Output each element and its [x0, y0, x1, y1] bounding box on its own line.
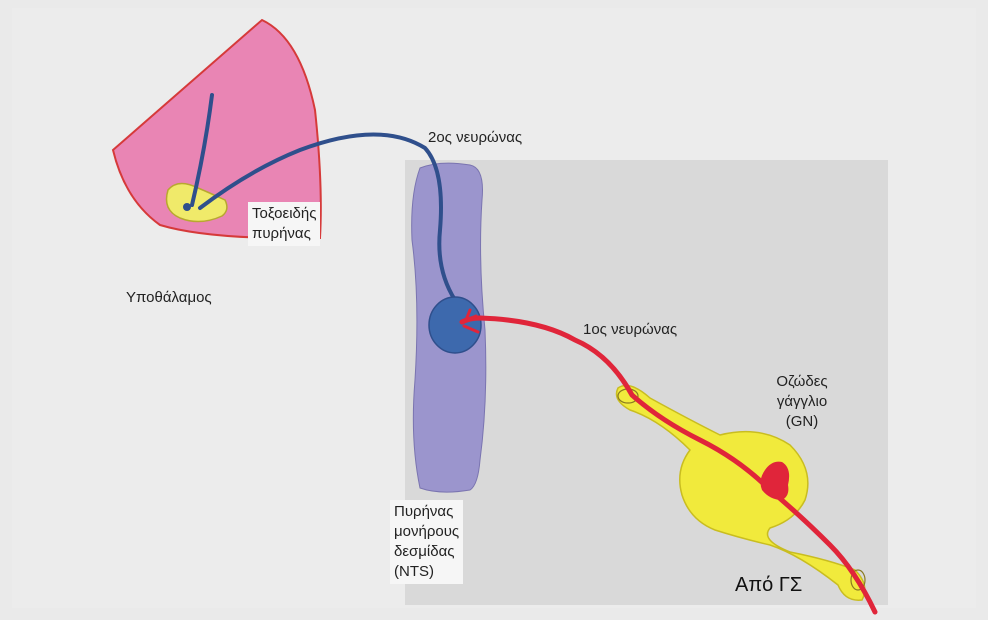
label-nodose-ganglion: Οζώδες γάγγλιο (GN)	[758, 372, 846, 432]
label-second-neuron: 2ος νευρώνας	[428, 128, 522, 148]
label-nts: Πυρήνας μονήρους δεσμίδας (NTS)	[390, 500, 463, 584]
label-arcuate-nucleus: Τοξοειδής πυρήνας	[248, 202, 320, 246]
label-first-neuron: 1ος νευρώνας	[583, 320, 677, 340]
second-neuron-terminal	[183, 203, 191, 211]
second-neuron-soma	[429, 297, 481, 353]
label-from-gi: Από ΓΣ	[735, 575, 802, 595]
label-hypothalamus: Υποθάλαμος	[126, 288, 212, 308]
